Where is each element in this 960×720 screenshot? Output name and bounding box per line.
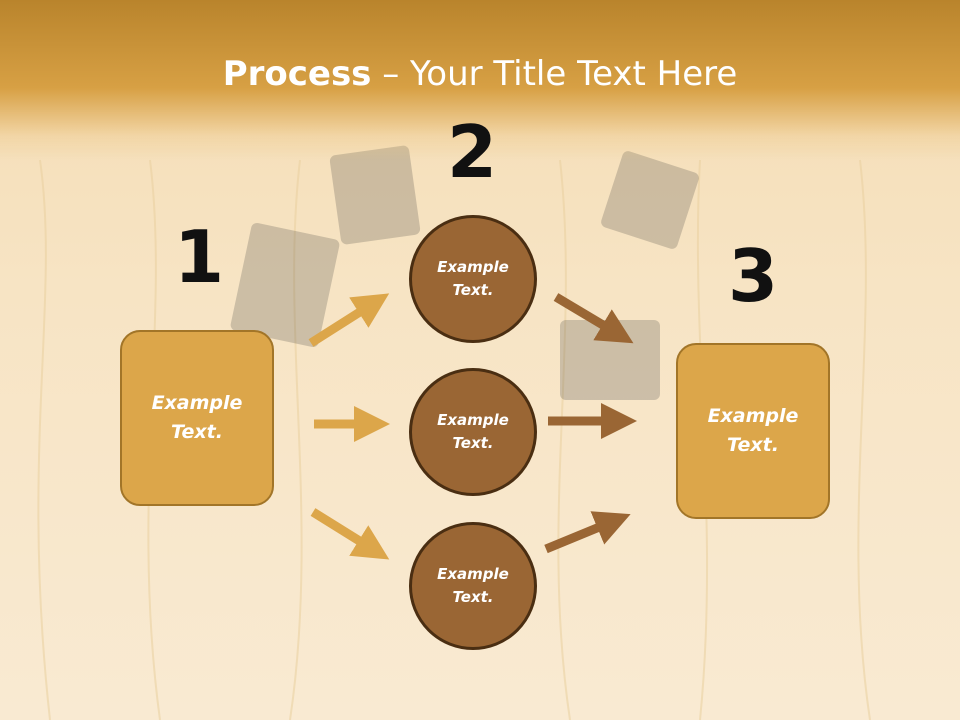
title-rest-text: – Your Title Text Here — [371, 54, 738, 94]
arrow-circle-3-to-right — [544, 511, 631, 554]
step-2-circle-top: Example Text. — [409, 215, 537, 343]
step-2-circle-middle: Example Text. — [409, 368, 537, 496]
step-number-3: 3 — [727, 234, 779, 318]
slide-title: Process – Your Title Text Here — [0, 50, 960, 98]
arrow-circle-1-to-right — [553, 293, 634, 344]
step-1-box: Example Text. — [120, 330, 274, 506]
step-number-1: 1 — [173, 215, 225, 299]
step-number-2: 2 — [446, 110, 498, 194]
arrow-left-to-circle-1 — [308, 293, 390, 347]
step-3-box-text: Example Text. — [707, 405, 799, 456]
title-bold-text: Process — [222, 54, 372, 94]
step-3-box: Example Text. — [676, 343, 830, 519]
step-1-box-text: Example Text. — [151, 392, 243, 443]
title-bar — [0, 0, 960, 160]
step-2-circle-bottom: Example Text. — [409, 522, 537, 650]
circle-middle-text: Example Text. — [437, 411, 509, 452]
circle-bottom-text: Example Text. — [437, 565, 509, 606]
circle-top-text: Example Text. — [437, 258, 509, 299]
arrow-left-to-circle-3 — [310, 508, 390, 560]
